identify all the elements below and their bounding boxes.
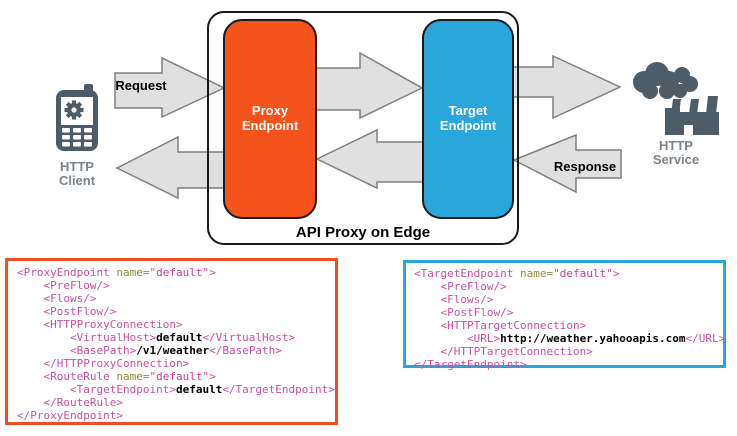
code-line: <RouteRule name="default"> (17, 370, 335, 383)
phone-keypad (62, 128, 92, 147)
code-token-tag: </BasePath> (209, 344, 282, 357)
code-line: <PostFlow/> (414, 306, 723, 319)
code-line: </HTTPProxyConnection> (17, 357, 335, 370)
proxy-to-target-arrow (315, 51, 424, 120)
target-endpoint-label-line1: Target (449, 103, 488, 118)
code-token-tag: <HTTPProxyConnection> (17, 318, 183, 331)
proxy-endpoint-label-line2: Endpoint (242, 118, 299, 133)
proxy-endpoint-box: Proxy Endpoint (223, 19, 317, 219)
code-token-tag: <PreFlow/> (17, 279, 110, 292)
code-token-txt: http://weather.yahooapis.com (500, 332, 686, 345)
code-token-tag: <BasePath> (17, 344, 137, 357)
code-token-tag: <HTTPTargetConnection> (414, 319, 587, 332)
code-token-tag: <PreFlow/> (414, 280, 507, 293)
code-token-txt: default (156, 331, 203, 344)
target-endpoint-rect (422, 19, 514, 219)
code-token-tag: </URL> (685, 332, 726, 345)
code-line: <HTTPTargetConnection> (414, 319, 723, 332)
code-line: </RouteRule> (17, 396, 335, 409)
mobile-phone-icon (56, 84, 98, 151)
proxy-endpoint-rect (223, 19, 317, 219)
flow-diagram-svg: Request Response API Proxy on Edge Proxy… (56, 11, 719, 245)
code-token-tag: <RouteRule (17, 370, 117, 383)
http-service: HTTP Service (633, 62, 719, 167)
code-token-val: "default" (553, 267, 613, 280)
code-token-tag: <Flows/> (414, 293, 494, 306)
code-token-txt: default (175, 383, 223, 396)
code-token-tag: <ProxyEndpoint (17, 266, 117, 279)
code-line: <VirtualHost>default</VirtualHost> (17, 331, 335, 344)
http-client-label-line2: Client (59, 173, 96, 188)
code-line: <Flows/> (414, 293, 723, 306)
code-token-val: "default" (149, 370, 210, 383)
target-endpoint-code-box: <TargetEndpoint name="default"> <PreFlow… (403, 260, 726, 371)
code-token-txt: /v1/weather (136, 344, 210, 357)
http-service-label-line2: Service (653, 152, 699, 167)
http-service-label-line1: HTTP (659, 138, 693, 153)
code-token-tag: <PostFlow/> (414, 306, 514, 319)
code-token-tag: </ProxyEndpoint> (17, 409, 123, 422)
gear-icon (64, 100, 84, 120)
code-line: <BasePath>/v1/weather</BasePath> (17, 344, 335, 357)
api-proxy-container-border (207, 11, 519, 245)
code-line: <TargetEndpoint name="default"> (414, 267, 723, 280)
code-line: <PreFlow/> (414, 280, 723, 293)
code-token-attr: name= (116, 370, 150, 383)
code-line: <PostFlow/> (17, 305, 335, 318)
code-line: </TargetEndpoint> (414, 358, 723, 371)
request-arrow (114, 56, 226, 119)
factory-building (665, 96, 719, 135)
code-token-tag: <PostFlow/> (17, 305, 117, 318)
http-client: HTTP Client (56, 84, 98, 188)
api-proxy-container-label: API Proxy on Edge (296, 224, 430, 241)
code-token-tag: <Flows/> (17, 292, 97, 305)
target-to-service-arrow (512, 54, 622, 120)
code-token-val: "default" (149, 266, 210, 279)
request-label: Request (115, 78, 167, 93)
code-token-tag: </TargetEndpoint> (222, 383, 335, 396)
code-line: <PreFlow/> (17, 279, 335, 292)
code-token-attr: name= (116, 266, 150, 279)
code-token-tag: > (209, 266, 216, 279)
target-endpoint-box: Target Endpoint (422, 19, 514, 219)
response-arrow (512, 133, 622, 194)
code-token-tag: > (612, 267, 620, 280)
code-line: <ProxyEndpoint name="default"> (17, 266, 335, 279)
target-endpoint-label-line2: Endpoint (440, 118, 497, 133)
response-label: Response (554, 159, 616, 174)
code-token-tag: </HTTPProxyConnection> (17, 357, 190, 370)
code-line: <URL>http://weather.yahooapis.com</URL> (414, 332, 726, 345)
code-line: </ProxyEndpoint> (17, 409, 335, 422)
code-token-tag: <URL> (414, 332, 501, 345)
code-token-tag: </TargetEndpoint> (414, 358, 527, 371)
smoke-cloud (633, 62, 698, 99)
code-line: <HTTPProxyConnection> (17, 318, 335, 331)
code-token-tag: <VirtualHost> (17, 331, 157, 344)
factory-door (684, 125, 693, 135)
code-token-attr: name= (519, 267, 554, 280)
code-line: </HTTPTargetConnection> (414, 345, 723, 358)
code-token-tag: </RouteRule> (17, 396, 123, 409)
code-token-tag: </VirtualHost> (202, 331, 296, 344)
code-token-tag: <TargetEndpoint> (17, 383, 176, 396)
factory-icon (633, 62, 719, 135)
code-line: <Flows/> (17, 292, 335, 305)
http-client-label-line1: HTTP (60, 159, 94, 174)
proxy-endpoint-code-box: <ProxyEndpoint name="default"> <PreFlow/… (5, 258, 338, 425)
proxy-endpoint-label-line1: Proxy (252, 103, 289, 118)
code-token-tag: > (209, 370, 216, 383)
code-token-tag: <TargetEndpoint (414, 267, 520, 280)
code-token-tag: </HTTPTargetConnection> (414, 345, 593, 358)
code-line: <TargetEndpoint>default</TargetEndpoint> (17, 383, 335, 396)
